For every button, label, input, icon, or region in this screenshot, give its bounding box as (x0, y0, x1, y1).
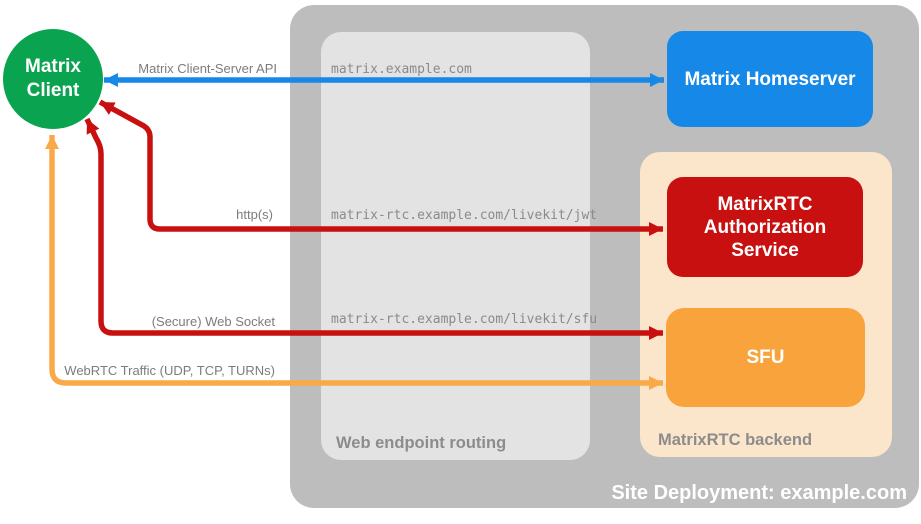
endpoint-livekit-jwt: matrix-rtc.example.com/livekit/jwt (331, 208, 598, 223)
webrtc-traffic-label: WebRTC Traffic (UDP, TCP, TURNs) (64, 363, 275, 378)
matrix-client-node: Matrix Client (3, 29, 103, 129)
matrix-homeserver-node: Matrix Homeserver (667, 31, 873, 127)
matrixrtc-backend-title: MatrixRTC backend (658, 431, 813, 449)
endpoint-livekit-sfu: matrix-rtc.example.com/livekit/sfu (331, 312, 598, 327)
web-endpoint-routing-box (321, 32, 590, 460)
site-deployment-caption: Site Deployment: example.com (611, 482, 907, 504)
endpoint-matrix-example-com: matrix.example.com (331, 62, 472, 77)
client-server-api-label: Matrix Client-Server API (138, 61, 277, 76)
web-socket-label: (Secure) Web Socket (151, 314, 275, 329)
https-label: http(s) (236, 207, 273, 222)
sfu-node: SFU (666, 308, 865, 407)
matrixrtc-authorization-service-node: MatrixRTC Authorization Service (667, 177, 863, 277)
web-endpoint-routing-title: Web endpoint routing (336, 434, 507, 452)
